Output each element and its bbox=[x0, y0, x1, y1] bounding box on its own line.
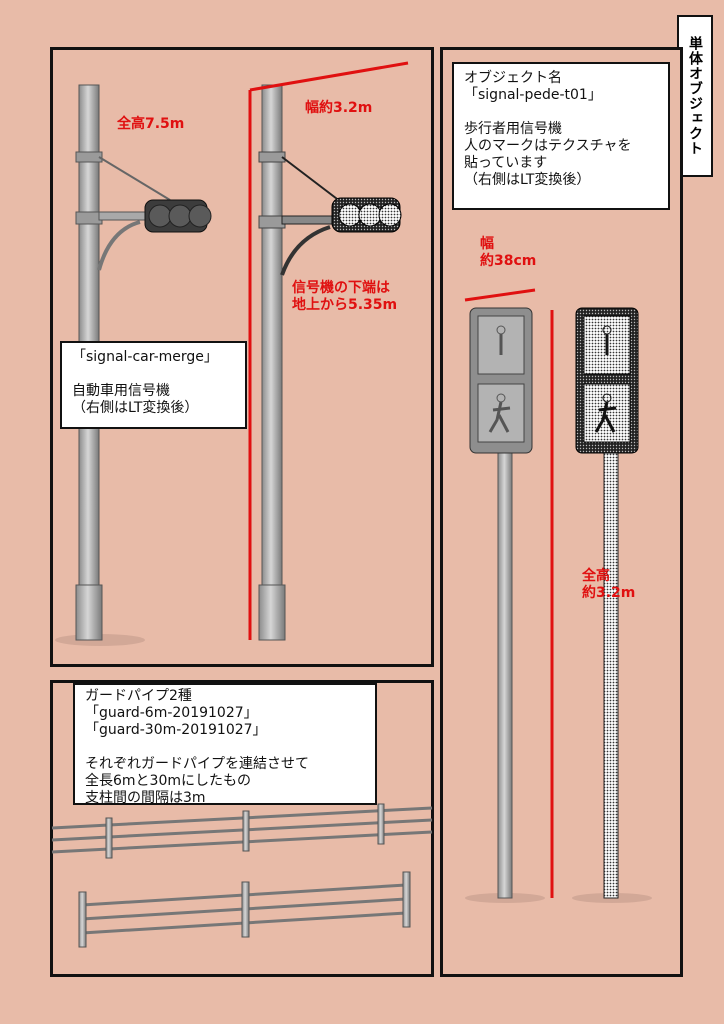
pedestrian-info-box: オブジェクト名 「signal-pede-t01」 歩行者用信号機 人のマークは… bbox=[452, 62, 670, 210]
guard-pipe-6m bbox=[78, 871, 411, 948]
car-signal-lt bbox=[258, 84, 402, 641]
side-title: 単体オブジェクト bbox=[677, 15, 713, 177]
ped-width-label: 幅 約38cm bbox=[480, 236, 537, 269]
total-height-label: 全高7.5m bbox=[117, 116, 185, 132]
ped-width-measure-line bbox=[464, 288, 536, 302]
signal-bottom-label: 信号機の下端は 地上から5.35m bbox=[292, 280, 398, 313]
pedestrian-signal-gray bbox=[465, 307, 545, 903]
ped-height-label: 全高 約3.2m bbox=[582, 568, 636, 601]
pedestrian-signal-lt bbox=[572, 307, 652, 903]
width-label: 幅約3.2m bbox=[305, 100, 373, 116]
car-signal-gray bbox=[55, 84, 212, 646]
guard-pipe-info-box: ガードパイプ2種 「guard-6m-20191027」 「guard-30m-… bbox=[73, 683, 377, 806]
guard-pipe-30m bbox=[51, 803, 433, 859]
width-measure-line bbox=[249, 61, 409, 92]
car-signal-info-box: 「signal-car-merge」 自動車用信号機 （右側はLT変換後） bbox=[60, 341, 247, 429]
